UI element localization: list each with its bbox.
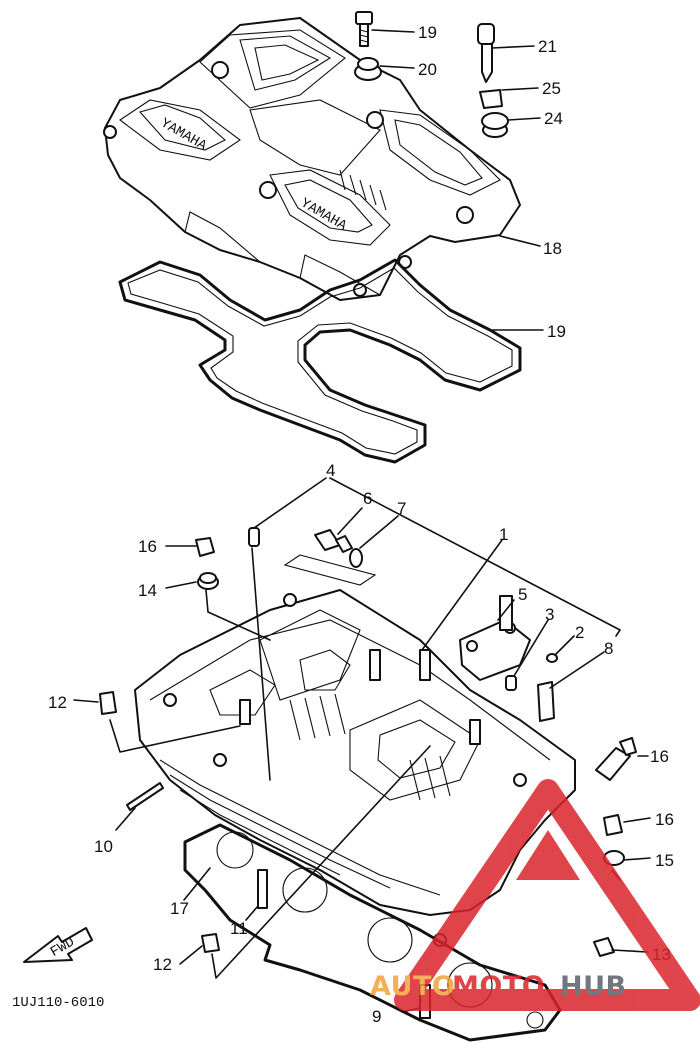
leader-lines [73, 29, 651, 1013]
plug-16-bottom [603, 814, 623, 836]
spark-plug-17 [595, 737, 637, 781]
callout-21: 19 [418, 23, 437, 42]
stud-11 [257, 869, 268, 909]
camshaft-cap [459, 595, 531, 681]
callout-6: 6 [363, 489, 372, 508]
callout-2: 2 [575, 623, 584, 642]
cover-gasket [118, 258, 522, 464]
dowel-4 [248, 527, 260, 547]
grommet-24 [481, 112, 509, 138]
dowel-3 [505, 675, 517, 691]
callout-23: 21 [538, 37, 557, 56]
callout-8: 8 [604, 639, 613, 658]
washer-7 [349, 548, 363, 568]
callout-1: 1 [499, 525, 508, 544]
callout-9: 9 [372, 1007, 381, 1026]
callout-labels: 19 20 21 25 24 18 19 4 6 7 1 5 3 2 8 16 … [48, 23, 674, 1026]
cap-12-top [99, 691, 117, 715]
callout-11: 11 [230, 919, 248, 938]
callout-7: 7 [397, 499, 406, 518]
bolt-6 [314, 529, 353, 553]
callout-25: 25 [542, 79, 561, 98]
fwd-arrow-icon: FWD [23, 927, 93, 963]
callout-24: 24 [544, 109, 563, 128]
callout-12-top: 12 [48, 693, 67, 712]
callout-16-bottom: 16 [655, 810, 674, 829]
cover-bolt-23 [477, 23, 495, 83]
callout-20: 19 [547, 322, 566, 341]
callout-19: 18 [543, 239, 562, 258]
cylinder-head [134, 589, 576, 947]
cap-12-bottom [201, 933, 220, 953]
callout-22: 20 [418, 60, 437, 79]
cover-bolt-21 [355, 11, 373, 47]
sleeve-8 [537, 681, 555, 722]
callout-15: 15 [655, 851, 674, 870]
plug-16-top [195, 537, 215, 557]
watermark-text-auto: AUTO [370, 971, 455, 1002]
valve-cover: YAMAHA YAMAHA [103, 17, 521, 301]
watermark-inner-triangle-icon [516, 830, 580, 880]
washer-25 [479, 89, 503, 109]
stud-10 [126, 782, 164, 811]
callout-4: 4 [326, 461, 335, 480]
callout-18: 17 [170, 899, 189, 918]
part-code: 1UJ110-6010 [12, 995, 104, 1011]
callout-16-top: 16 [138, 537, 157, 556]
callout-10: 10 [94, 837, 113, 856]
cover-grommet-22 [354, 57, 382, 81]
callout-12-bottom: 12 [153, 955, 172, 974]
watermark-text-hub: HUB [560, 971, 627, 1002]
watermark-triangle-icon [394, 779, 700, 1011]
callout-3: 3 [545, 605, 554, 624]
plug-14 [197, 572, 219, 590]
callout-17: 16 [650, 747, 669, 766]
oring-2 [546, 653, 558, 663]
nut-13 [593, 937, 615, 957]
watermark-logo: AUTO MOTO HUB [370, 779, 700, 1011]
watermark-text-moto: MOTO [452, 971, 545, 1002]
callout-5: 5 [518, 585, 527, 604]
callout-14: 14 [138, 581, 157, 600]
